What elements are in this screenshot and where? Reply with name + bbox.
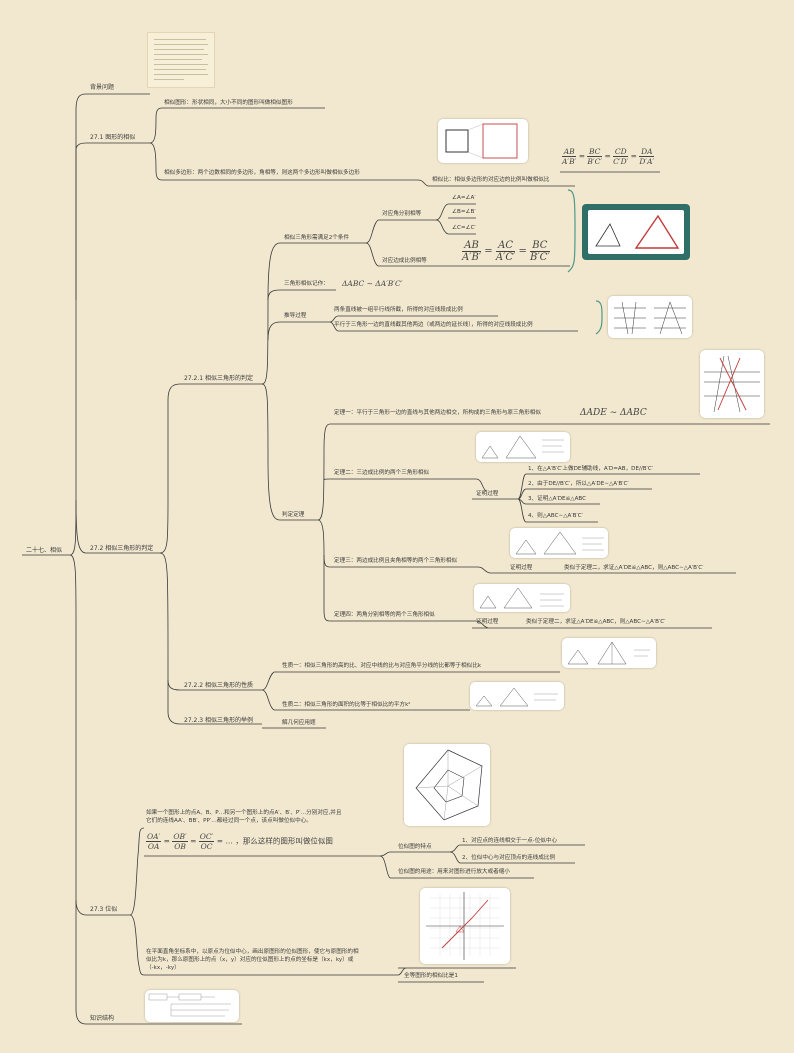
homothety-definition-line2: 它们的连线AA′、BB′、PP′…都经过同一个点，该点叫做位似中心。 <box>146 818 312 824</box>
theorem3-proof[interactable]: 证明过程 <box>510 565 533 571</box>
sides-f2-num: AC <box>495 240 516 252</box>
node-homothety-usage[interactable]: 位似图的用途：用来对图形进行放大或者缩小 <box>398 869 510 875</box>
lemma-image <box>700 350 764 418</box>
sides-f2-den: A′C′ <box>495 252 516 263</box>
theorem3-image <box>510 528 608 558</box>
theorem-lemma[interactable]: 定理一：平行于三角形一边的直线与其他两边相交，所构成的三角形与原三角形相似 <box>334 410 541 416</box>
theorem2-step-4: 4、则△ABC∼△A′B′C′ <box>528 513 583 519</box>
homo-f3-den: OC <box>200 842 213 851</box>
similar-triangles-image <box>582 204 690 260</box>
angle-item-c: ∠C=∠C′ <box>452 225 476 231</box>
homo-formula-tail: = … ，那么这样的图形叫做位似图 <box>216 836 333 846</box>
theorem4-proof[interactable]: 证明过程 <box>476 619 499 625</box>
node-equal-angles[interactable]: 对应角分别相等 <box>382 211 422 217</box>
homothety-formula: OA′OA = OB′OB = OC′OC = … ，那么这样的图形叫做位似图 <box>146 832 333 851</box>
ratio-f1-num: AB <box>562 147 577 157</box>
ratio-f3-num: CD <box>613 147 629 157</box>
squares-image <box>438 119 528 163</box>
homo-f1-num: OA′ <box>146 832 162 842</box>
node-similar-polygons[interactable]: 相似多边形：两个边数相同的多边形，角相等，则这两个多边形叫做相似多边形 <box>164 170 360 176</box>
node-two-conditions[interactable]: 相似三角形需满足2个条件 <box>284 235 350 241</box>
theorem2-image <box>476 432 570 462</box>
notation-math: ΔABC ∼ ΔA′B′C′ <box>342 279 403 288</box>
background-note-image <box>147 32 215 88</box>
ratio-f2-num: BC <box>587 147 603 157</box>
property-2[interactable]: 性质二：相似三角形的面积的比等于相似比的平方k² <box>282 702 411 708</box>
sides-f3-den: B′C′ <box>530 252 550 263</box>
knowledge-structure-image <box>145 990 239 1022</box>
sides-f1-den: A′B′ <box>462 252 482 263</box>
theorem2-step-2: 2、由于DE//B′C′，所以△A′DE∼△A′B′C′ <box>528 481 629 487</box>
angle-item-b: ∠B=∠B′ <box>452 209 476 215</box>
node-background[interactable]: 背景问题 <box>90 84 115 91</box>
theorem2-proof[interactable]: 证明过程 <box>476 491 499 497</box>
node-theorems[interactable]: 判定定理 <box>282 512 305 518</box>
angle-item-a: ∠A=∠A′ <box>452 195 476 201</box>
homothety-diagram-image <box>404 744 490 826</box>
homothety-feature-1: 1、对应点的连线相交于一点-位似中心 <box>462 838 558 844</box>
ratio-f4-num: DA <box>639 147 655 157</box>
node-derivation[interactable]: 推导过程 <box>284 313 307 319</box>
node-proportional-sides[interactable]: 对应边成比例相等 <box>382 258 427 264</box>
ratio-f2-den: B′C′ <box>587 157 603 166</box>
ratio-f1-den: A′B′ <box>562 157 577 166</box>
node-congruent-ratio[interactable]: 全等图形的相似比是1 <box>404 973 458 979</box>
sides-f3-num: BC <box>530 240 550 252</box>
parallel-lines-image <box>608 296 692 338</box>
sides-f1-num: AB <box>462 240 482 252</box>
homo-f1-den: OA <box>147 842 160 851</box>
lemma-math: ΔADE ∼ ΔABC <box>580 408 647 418</box>
node-similar-figures[interactable]: 相似图形：形状相同，大小不同的图形叫做相似图形 <box>164 100 293 106</box>
coordinate-plot-image <box>420 888 510 964</box>
homo-f2-den: OB <box>174 842 186 851</box>
node-27-2-3[interactable]: 27.2.3 相似三角形的举例 <box>184 717 253 724</box>
theorem2-step-3: 3、证明△A′DE≌△ABC <box>528 496 587 502</box>
node-27-1[interactable]: 27.1 图形的相似 <box>90 134 136 141</box>
homo-f2-num: OB′ <box>172 832 188 842</box>
node-notation[interactable]: 三角形相似记作： <box>284 281 329 287</box>
node-structure[interactable]: 知识结构 <box>90 1015 115 1022</box>
node-applied-problems[interactable]: 解几何应用题 <box>282 720 316 726</box>
ratio-f4-den: D′A′ <box>639 157 655 166</box>
homothety-feature-2: 2、位似中心与对应顶点的连线成比例 <box>462 855 556 861</box>
node-27-2[interactable]: 27.2 相似三角形的判定 <box>90 545 154 552</box>
node-similarity-ratio[interactable]: 相似比：相似多边形的对应边的比例叫做相似比 <box>432 177 550 183</box>
node-27-2-2[interactable]: 27.2.2 相似三角形的性质 <box>184 682 253 689</box>
theorem2-step-1: 1、在△A′B′C′上做DE辅助线，A′D=AB，DE//B′C′ <box>528 466 654 472</box>
ratio-f3-den: C′D′ <box>613 157 629 166</box>
node-27-3[interactable]: 27.3 位似 <box>90 906 118 913</box>
derivation-parallel-lines[interactable]: 两条直线被一组平行线所截，所得的对应线段成比例 <box>334 307 463 313</box>
homothety-definition-line1: 如果一个图形上的点A、B、P…和另一个图形上的点A′、B′、P′…分别对应,并且 <box>146 810 342 816</box>
property1-image <box>562 638 656 668</box>
node-27-2-1[interactable]: 27.2.1 相似三角形的判定 <box>184 375 253 382</box>
theorem-3[interactable]: 定理三：两边成比例且夹角相等的两个三角形相似 <box>334 558 458 564</box>
theorem-4[interactable]: 定理四：两角分别相等的两个三角形相似 <box>334 612 435 618</box>
theorem4-image <box>474 584 570 612</box>
coordinate-rule-line1: 在平面直角坐标系中，以原点为位似中心，画出原图形的位似图形，使它与原图形的相 <box>146 949 359 955</box>
derivation-triangle-parallel[interactable]: 平行于三角形一边的直线截其他两边（或两边的延长线），所得的对应线段成比例 <box>334 322 533 328</box>
homo-f3-num: OC′ <box>198 832 215 842</box>
property2-image <box>470 682 564 710</box>
coordinate-rule-line3: （-kx，-ky） <box>146 965 180 971</box>
node-homothety-features[interactable]: 位似图的特点 <box>398 844 432 850</box>
coordinate-rule-line2: 似比为k，那么原图形上的点（x，y）对应的位似图形上的点的坐标是（kx，ky）或 <box>146 957 354 963</box>
theorem-2[interactable]: 定理二：三边成比例的两个三角形相似 <box>334 470 430 476</box>
root-node[interactable]: 二十七、相似 <box>26 547 63 554</box>
property-1[interactable]: 性质一：相似三角形的高的比、对应中线的比与对应角平分线的比都等于相似比k <box>282 663 482 669</box>
theorem3-proof-text: 类似于定理二，求证△A′DE≌△ABC，则△ABC∼△A′B′C′ <box>564 565 704 571</box>
theorem4-proof-text: 类似于定理二，求证△A′DE≌△ABC，则△ABC∼△A′B′C′ <box>526 619 666 625</box>
